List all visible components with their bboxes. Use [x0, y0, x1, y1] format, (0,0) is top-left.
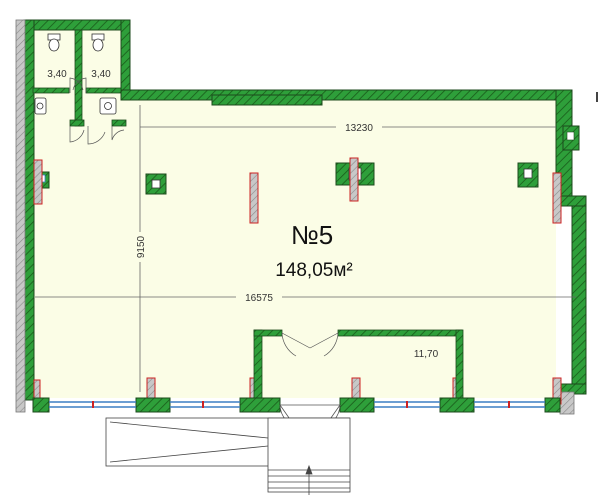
dimension-full-width: 16575 [245, 293, 273, 304]
dimension-lines [35, 105, 576, 392]
toilet-icon [47, 33, 105, 52]
room-area-wc-right: 3,40 [91, 69, 111, 80]
room-area-wc-left: 3,40 [47, 69, 67, 80]
unit-number: №5 [291, 220, 333, 250]
glazing-mullions [92, 401, 510, 408]
floor-area [33, 30, 556, 398]
unit-area: 148,05м² [275, 260, 353, 281]
neighbour-wall-right [559, 391, 575, 415]
room-area-back-room: 11,70 [414, 349, 439, 360]
edge-marker [596, 92, 598, 102]
bathroom-doors [69, 77, 125, 145]
dimension-height: 9150 [136, 235, 147, 258]
back-room-doors [281, 332, 339, 357]
entrance-ramp [105, 417, 351, 495]
sink-icon [34, 97, 117, 115]
facade-wall [32, 397, 561, 413]
neighbour-wall-left [15, 19, 26, 413]
dimension-top-width: 13230 [345, 123, 373, 134]
